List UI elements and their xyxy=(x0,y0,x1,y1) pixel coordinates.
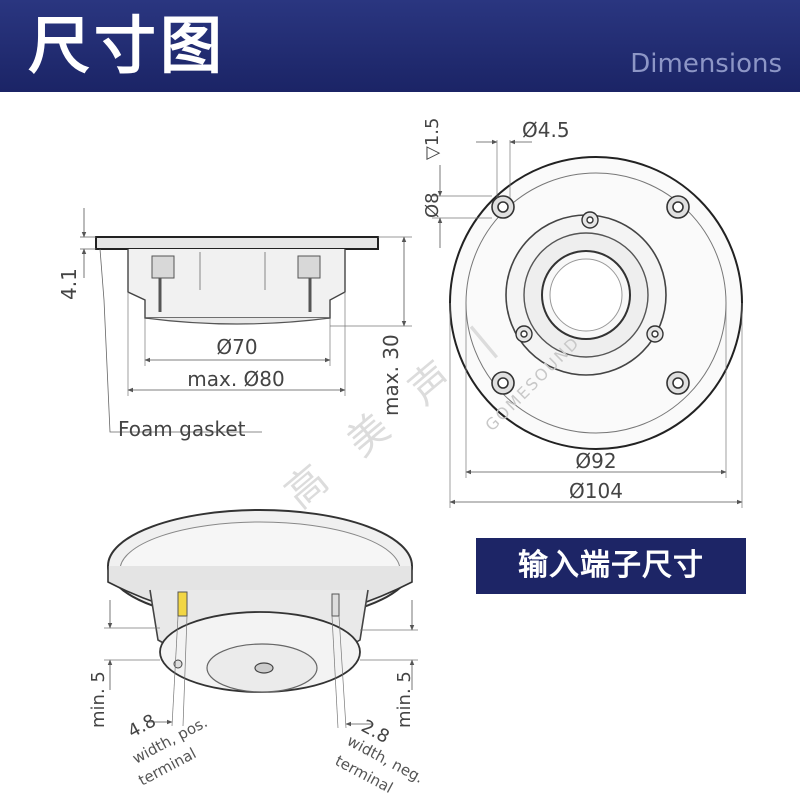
dim-depth-note: ▽1.5 xyxy=(422,118,443,160)
page-subtitle: Dimensions xyxy=(630,49,782,79)
terminal-dimension-badge: 输入端子尺寸 xyxy=(476,538,746,594)
dim-hole-circle: Ø8 xyxy=(422,192,443,218)
dim-inner-ring: Ø92 xyxy=(575,449,616,473)
title-banner: 尺寸图 Dimensions xyxy=(0,0,800,92)
dim-outer-diameter: max. Ø80 xyxy=(187,367,284,391)
page-title: 尺寸图 xyxy=(28,9,227,82)
dim-outer-ring: Ø104 xyxy=(569,479,623,503)
inner-screws xyxy=(515,211,664,343)
side-view xyxy=(80,208,412,433)
dim-min-left: min. 5 xyxy=(88,671,109,728)
dim-hole: Ø4.5 xyxy=(522,118,570,142)
dim-inner-diameter: Ø70 xyxy=(216,335,257,359)
positive-terminal xyxy=(177,591,188,617)
dim-flange-thickness: 4.1 xyxy=(57,268,81,300)
mounting-holes xyxy=(491,195,690,395)
side-flange xyxy=(95,236,379,250)
dimension-drawing: 4.1 Ø70 max. Ø80 max. 30 Foam gasket xyxy=(57,118,743,797)
negative-terminal xyxy=(331,593,340,617)
front-view xyxy=(432,139,743,508)
dim-depth: max. 30 xyxy=(379,334,403,416)
terminal-view xyxy=(104,509,418,729)
foam-gasket-label: Foam gasket xyxy=(118,417,246,441)
dim-min-right: min. 5 xyxy=(394,671,415,728)
badge-label: 输入端子尺寸 xyxy=(518,548,704,583)
